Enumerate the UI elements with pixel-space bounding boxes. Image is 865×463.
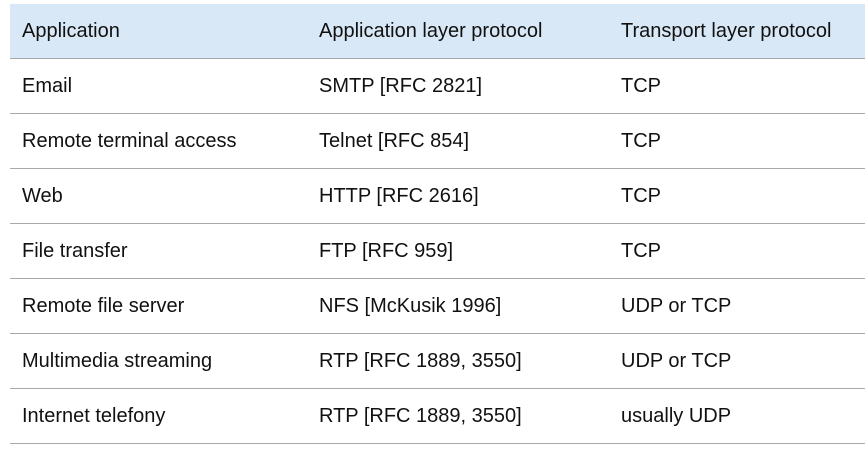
table-body: Email SMTP [RFC 2821] TCP Remote termina… xyxy=(10,58,865,444)
table-row: Internet telefony RTP [RFC 1889, 3550] u… xyxy=(10,388,865,444)
cell-application-protocol: Telnet [RFC 854] xyxy=(319,129,470,152)
table-row: Multimedia streaming RTP [RFC 1889, 3550… xyxy=(10,333,865,389)
cell-application: Internet telefony xyxy=(22,404,166,427)
cell-application: Email xyxy=(22,74,73,97)
cell-transport-protocol: TCP xyxy=(621,184,661,207)
header-row: Application Application layer protocol T… xyxy=(10,4,865,59)
cell-transport-protocol: usually UDP xyxy=(621,404,732,427)
table-row: Web HTTP [RFC 2616] TCP xyxy=(10,168,865,224)
cell-transport-protocol: TCP xyxy=(621,239,661,262)
cell-application-protocol: SMTP [RFC 2821] xyxy=(319,74,483,97)
table-header: Application Application layer protocol T… xyxy=(10,4,865,59)
cell-application: Multimedia streaming xyxy=(22,349,213,372)
cell-application: File transfer xyxy=(22,239,128,262)
cell-application-protocol: RTP [RFC 1889, 3550] xyxy=(319,349,522,372)
cell-application: Remote file server xyxy=(22,294,185,317)
table-row: Email SMTP [RFC 2821] TCP xyxy=(10,58,865,114)
cell-transport-protocol: TCP xyxy=(621,74,661,97)
table-row: File transfer FTP [RFC 959] TCP xyxy=(10,223,865,279)
cell-transport-protocol: TCP xyxy=(621,129,661,152)
cell-application-protocol: RTP [RFC 1889, 3550] xyxy=(319,404,522,427)
cell-transport-protocol: UDP or TCP xyxy=(621,294,732,317)
header-transport-layer-protocol: Transport layer protocol xyxy=(621,19,832,42)
header-application: Application xyxy=(22,19,120,42)
cell-application: Web xyxy=(22,184,63,207)
cell-transport-protocol: UDP or TCP xyxy=(621,349,732,372)
cell-application-protocol: NFS [McKusik 1996] xyxy=(319,294,502,317)
cell-application: Remote terminal access xyxy=(22,129,237,152)
header-application-layer-protocol: Application layer protocol xyxy=(319,19,543,42)
cell-application-protocol: FTP [RFC 959] xyxy=(319,239,454,262)
table-row: Remote file server NFS [McKusik 1996] UD… xyxy=(10,278,865,334)
cell-application-protocol: HTTP [RFC 2616] xyxy=(319,184,479,207)
protocol-table: Application Application layer protocol T… xyxy=(10,4,865,444)
table-row: Remote terminal access Telnet [RFC 854] … xyxy=(10,113,865,169)
